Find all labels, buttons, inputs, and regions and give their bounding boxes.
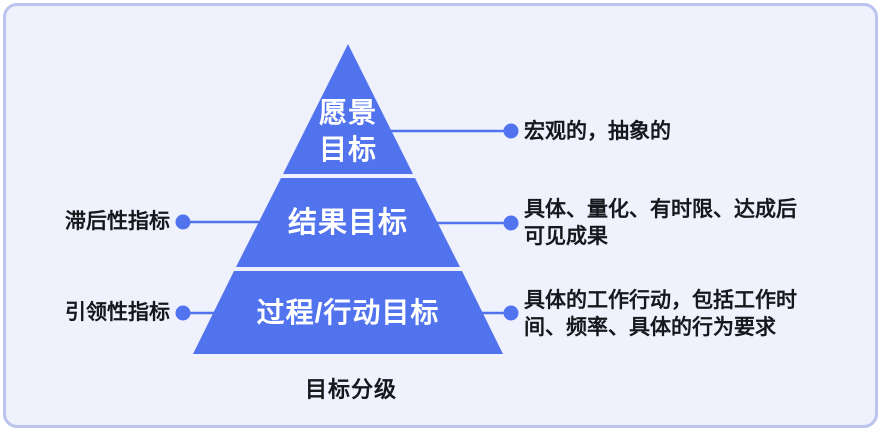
pyramid-level-3-label: 过程/行动目标 bbox=[218, 295, 478, 331]
pyramid-level-1-label-line1: 愿景 bbox=[318, 97, 377, 128]
pyramid-level-1-label-line2: 目标 bbox=[318, 134, 377, 165]
annotation-vision: 宏观的，抽象的 bbox=[524, 118, 864, 145]
connector-dot-process-left bbox=[175, 305, 191, 321]
annotation-result: 具体、量化、有时限、达成后 可见成果 bbox=[524, 196, 864, 250]
annotation-process-line1: 具体的工作行动，包括工作时 bbox=[524, 289, 797, 312]
pyramid-level-1-shape bbox=[283, 44, 413, 174]
annotation-result-line1: 具体、量化、有时限、达成后 bbox=[524, 198, 797, 221]
diagram-card bbox=[3, 3, 878, 428]
connector-dot-result-right bbox=[503, 215, 519, 231]
annotation-vision-line1: 宏观的，抽象的 bbox=[524, 120, 671, 143]
annotation-process-line2: 间、频率、具体的行为要求 bbox=[524, 316, 776, 339]
pyramid-level-3-shape bbox=[193, 271, 503, 354]
connector-dot-process-right bbox=[503, 305, 519, 321]
connector-dot-result-left bbox=[175, 214, 191, 230]
pyramid-level-1-label: 愿景 目标 bbox=[268, 94, 428, 168]
diagram-caption: 目标分级 bbox=[304, 377, 397, 402]
pyramid-level-3-label-line1: 过程/行动目标 bbox=[256, 297, 440, 328]
annotation-result-line2: 可见成果 bbox=[524, 225, 608, 248]
left-indicator-lagging: 滞后性指标 bbox=[65, 210, 170, 233]
pyramid-level-2-label: 结果目标 bbox=[248, 205, 448, 241]
left-indicator-leading: 引领性指标 bbox=[65, 301, 170, 324]
pyramid-level-2-label-line1: 结果目标 bbox=[287, 207, 408, 239]
connector-dot-vision-right bbox=[503, 123, 519, 139]
pyramid-level-2-shape bbox=[236, 178, 460, 267]
annotation-process: 具体的工作行动，包括工作时 间、频率、具体的行为要求 bbox=[524, 287, 864, 341]
